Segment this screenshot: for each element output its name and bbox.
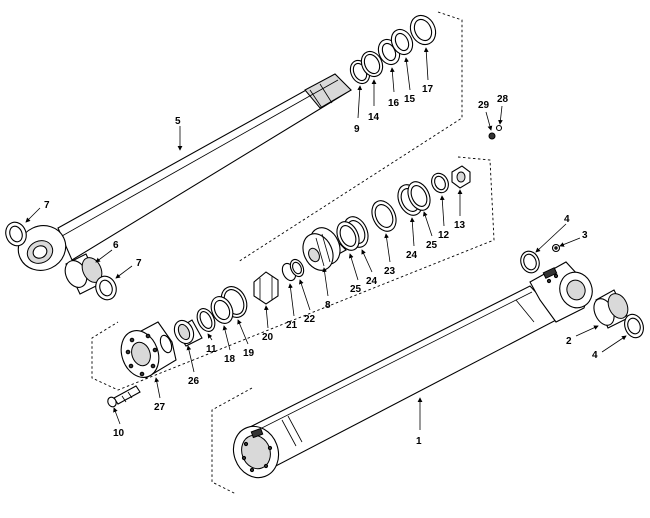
- piston-ring-23: [371, 200, 397, 232]
- callout-7-left: 7: [44, 200, 50, 211]
- base-grease-fitting: [551, 243, 561, 253]
- callout-12: 12: [438, 230, 450, 241]
- piston-ring-25-upper: [407, 181, 431, 211]
- callout-10: 10: [113, 428, 125, 439]
- callout-27: 27: [154, 402, 166, 413]
- callout-23: 23: [384, 266, 396, 277]
- callout-1: 1: [416, 436, 422, 447]
- seal-22: [289, 258, 305, 278]
- piston-group-outline: [91, 156, 495, 391]
- callout-19: 19: [243, 348, 255, 359]
- cylinder-barrel: [232, 261, 593, 479]
- callout-25-lower: 25: [350, 284, 362, 295]
- callout-24-upper: 24: [406, 250, 418, 261]
- callout-21: 21: [286, 320, 298, 331]
- callouts: 5 7 6 7 9 14 16 15 17 29 28 12 13 25 24 …: [44, 84, 598, 447]
- callout-18: 18: [224, 354, 236, 365]
- piston: [302, 227, 347, 271]
- callout-15: 15: [404, 94, 416, 105]
- leader-lines: [25, 47, 627, 430]
- bushing-26: [173, 319, 203, 347]
- callout-9: 9: [354, 124, 360, 135]
- rod-bushing: [64, 253, 103, 295]
- callout-28: 28: [497, 94, 509, 105]
- callout-5: 5: [175, 116, 181, 127]
- grease-fitting: [488, 124, 503, 140]
- callout-11: 11: [206, 344, 217, 355]
- piston-rod: [17, 73, 352, 271]
- base-bushing: [593, 289, 629, 329]
- rod-seal-15: [390, 28, 414, 56]
- callout-4-upper: 4: [564, 214, 570, 225]
- callout-7-right: 7: [136, 258, 142, 269]
- callout-24-lower: 24: [366, 276, 378, 287]
- callout-17: 17: [422, 84, 434, 95]
- seal-11: [196, 308, 216, 332]
- callout-29: 29: [478, 100, 490, 111]
- rod-seal-14: [360, 50, 384, 78]
- callout-13: 13: [454, 220, 466, 231]
- base-seal-lower: [624, 313, 644, 339]
- piston-ring-25-lower: [336, 221, 360, 251]
- callout-3: 3: [582, 230, 588, 241]
- callout-25-upper: 25: [426, 240, 438, 251]
- callout-4-lower: 4: [592, 350, 598, 361]
- rod-seal-left: [5, 221, 27, 247]
- rod-seal-17: [409, 14, 437, 46]
- barrel-group-outline: [211, 387, 253, 495]
- callout-16: 16: [388, 98, 400, 109]
- gland-nut: [253, 271, 279, 305]
- head-bolt: [107, 385, 141, 408]
- cylinder-head: [120, 321, 177, 379]
- callout-6: 6: [113, 240, 119, 251]
- seal-18: [210, 296, 234, 324]
- callout-22: 22: [304, 314, 316, 325]
- callout-20: 20: [262, 332, 274, 343]
- piston-nut: [451, 165, 471, 189]
- callout-26: 26: [188, 376, 200, 387]
- piston-seal-12: [431, 172, 449, 194]
- rod-seal-right: [95, 275, 117, 301]
- rod-group-outline: [237, 11, 463, 263]
- base-seal-upper: [520, 250, 540, 274]
- callout-2: 2: [566, 336, 572, 347]
- callout-14: 14: [368, 112, 380, 123]
- callout-8: 8: [325, 300, 331, 311]
